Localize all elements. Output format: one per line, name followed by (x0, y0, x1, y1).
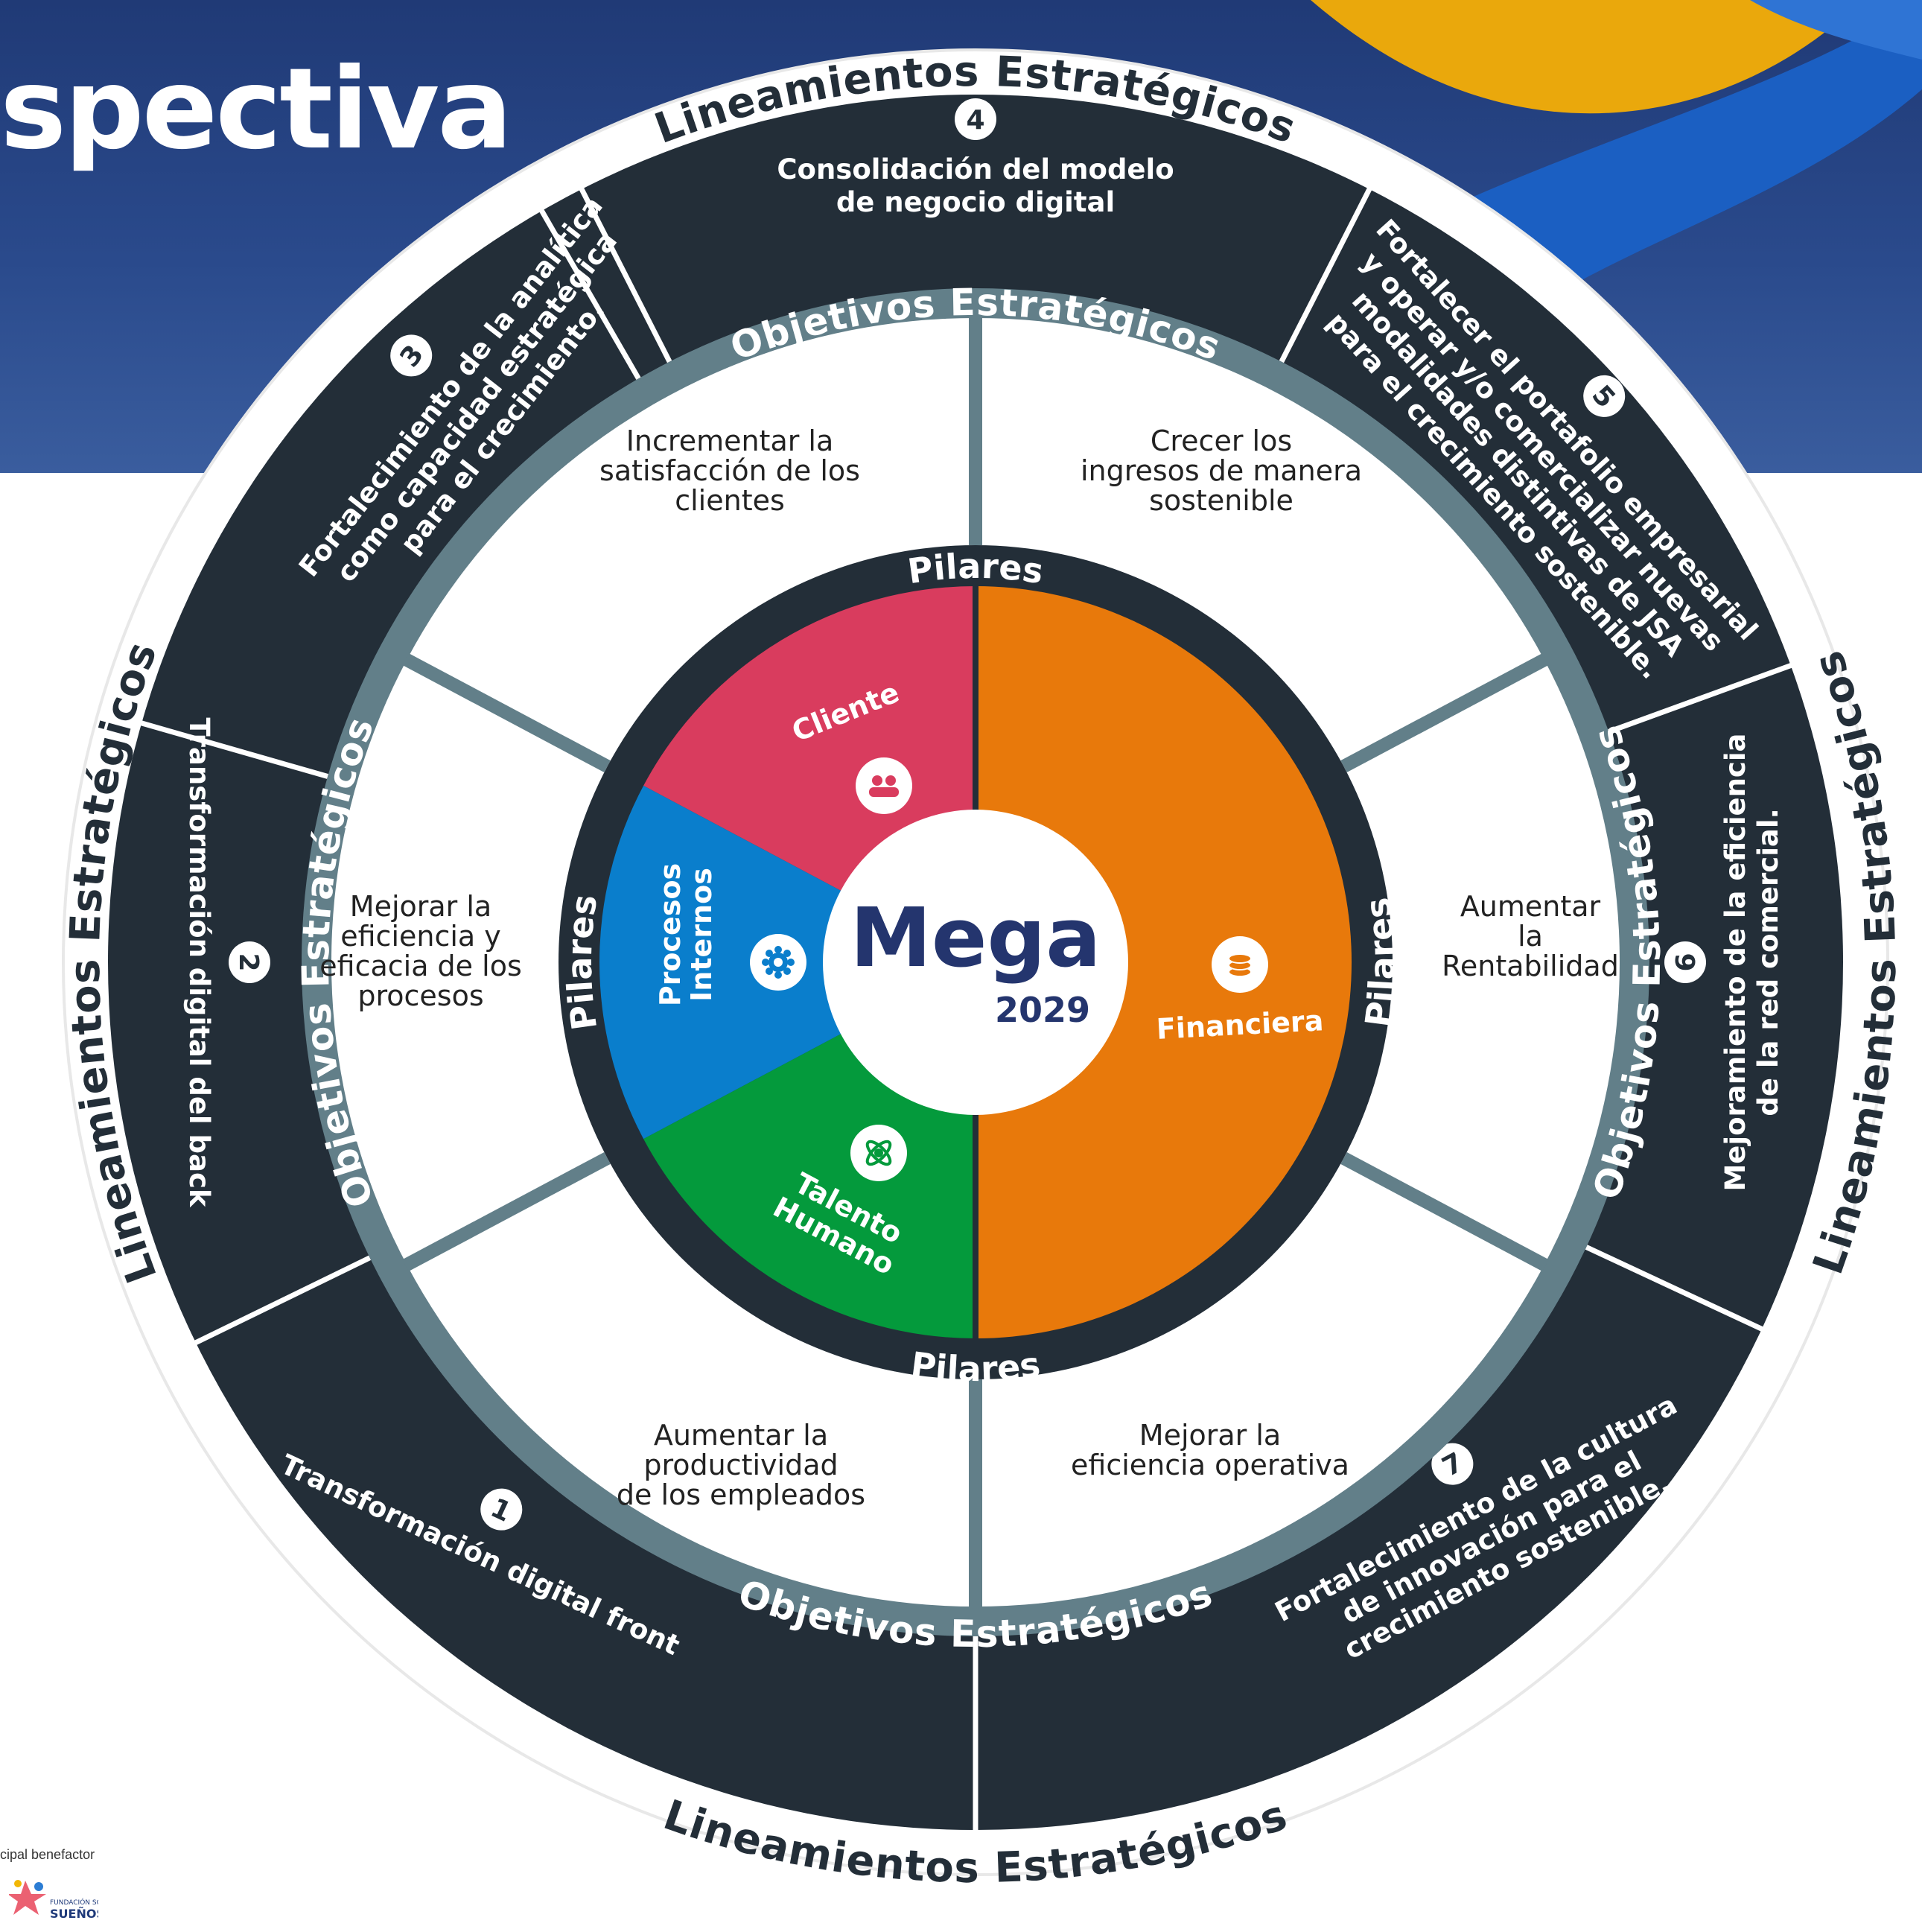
pil-label-bottom: Pilares (909, 1344, 1043, 1390)
objective-divider (402, 1151, 611, 1271)
gear-icon-glyph (762, 946, 795, 979)
coins-icon-glyph (1228, 953, 1252, 977)
lineamiento-text-line: Mejoramiento de la eficiencia (1719, 733, 1751, 1191)
objective-text-line: Crecer los (1151, 425, 1292, 457)
lineamiento-number-badge (229, 941, 270, 983)
lineamiento-text-line: Transformación digital del back (183, 718, 215, 1208)
lineamiento-divider (537, 206, 641, 380)
objective-text-line: Aumentar (1460, 890, 1601, 923)
objective-divider (1340, 653, 1549, 773)
objective-text-line: eficiencia y (340, 920, 501, 953)
lineamiento-text-line: de negocio digital (836, 186, 1115, 218)
lineamiento-number-badge (390, 334, 433, 377)
objective-text-line: productividad (643, 1449, 838, 1481)
foundation-logo: FUNDACIÓN SOCIAL SUEÑOS (9, 1880, 98, 1921)
lineamiento-divider (1608, 661, 1795, 734)
objective-text-line: de los empleados (617, 1478, 865, 1511)
lineamiento-text-line: Consolidación del modelo (777, 153, 1174, 185)
objective-text-line: procesos (357, 979, 483, 1012)
center-circle (823, 810, 1128, 1115)
lineamiento-divider (191, 1255, 372, 1347)
atom-person-icon-glyph (865, 1140, 892, 1166)
lineamiento-number-badge (955, 98, 996, 140)
lineamiento-number-badge (1583, 375, 1626, 417)
objective-text-line: eficiencia operativa (1071, 1449, 1349, 1481)
objective-divider (402, 653, 611, 773)
lineamiento-2: 2 Transformación digital del back (183, 718, 270, 1208)
mega-title: Mega (850, 890, 1101, 985)
lineamiento-divider (577, 184, 672, 363)
objective-text-line: Rentabilidad (1442, 950, 1619, 982)
objective-text-line: Mejorar la (1139, 1419, 1281, 1452)
pil-label-right: Pilares (1358, 895, 1403, 1029)
pillar-label: Internos (685, 868, 718, 1002)
logo-text-2: SUEÑOS (50, 1907, 98, 1921)
lineamiento-divider (137, 719, 329, 779)
objective-text-line: sostenible (1149, 484, 1293, 517)
people-icon (856, 757, 912, 814)
lineamiento-divider (1279, 184, 1374, 363)
objective-divider (1340, 1151, 1549, 1271)
lineamientos-sectors (137, 184, 1795, 1834)
logo-text-1: FUNDACIÓN SOCIAL (50, 1898, 98, 1907)
objective-text-line: Aumentar la (654, 1419, 828, 1452)
objective-text-line: Mejorar la (350, 890, 491, 923)
objective-text-line: satisfacción de los (599, 454, 860, 487)
lineamiento-number: 4 (966, 105, 984, 136)
mega-year: 2029 (995, 990, 1090, 1030)
lineamiento-number-badge (1431, 1443, 1474, 1485)
objective-text-line: clientes (675, 484, 785, 517)
objective-text-line: eficacia de los (319, 950, 522, 982)
page-title: spectiva (0, 45, 512, 174)
lineamiento-divider (1585, 1245, 1766, 1333)
lineamiento-number-badge (1664, 941, 1706, 983)
objective-text-line: la (1518, 920, 1543, 953)
banner-stripes (1311, 0, 1922, 313)
objective-text-line: Incrementar la (626, 425, 834, 457)
lineamiento-number: 2 (233, 953, 264, 971)
lineamiento-text-line: de la red comercial. (1752, 808, 1784, 1116)
lineamiento-number: 6 (1671, 953, 1702, 971)
pillar-segment-financiera (976, 586, 1352, 1338)
pillar-label: Procesos (654, 863, 687, 1006)
mega-center: Mega 2029 (823, 810, 1128, 1115)
people-icon-glyph (869, 775, 899, 797)
lineamiento-number-badge (480, 1488, 523, 1531)
footer-benefactor-text: cipal benefactor (0, 1847, 95, 1862)
objective-text-line: ingresos de manera (1081, 454, 1362, 487)
